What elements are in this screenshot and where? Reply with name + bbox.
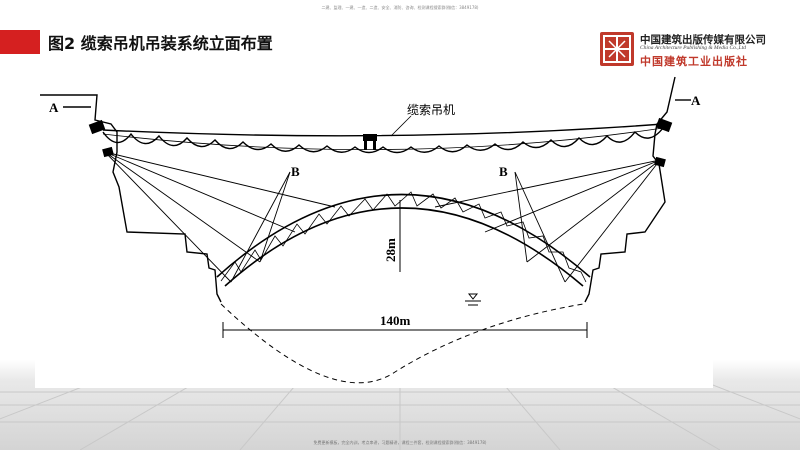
publisher-subname-cn: 中国建筑工业出版社 — [640, 55, 748, 68]
top-note: 二建、监理、一建、一造、二造、安全、消防、咨询、检测课程搜索群(微信：38491… — [321, 5, 479, 10]
cable-crane-diagram: A A B B 缆索吊机 28m 140m — [35, 72, 713, 388]
right-abutment — [584, 76, 676, 303]
publisher-logo: 中国建筑出版传媒有限公司 China Architecture Publishi… — [598, 30, 798, 72]
left-abutment — [40, 94, 222, 303]
arch-truss-web — [220, 191, 587, 283]
label-a-left: A — [49, 100, 59, 115]
diagram-drawing: A A B B 缆索吊机 28m 140m — [40, 76, 701, 384]
label-b-right: B — [499, 164, 508, 179]
arch-outer — [216, 193, 591, 278]
publisher-name-en: China Architecture Publishing & Media Co… — [640, 45, 746, 51]
bottom-note: 免费更新模板，完全内训，考点串讲，习题精讲，课程三件套，检测课程搜索群(微信：3… — [313, 440, 487, 445]
main-cable — [102, 123, 664, 137]
working-cable — [102, 127, 664, 154]
foundation-dashed — [220, 303, 584, 384]
crane-label: 缆索吊机 — [407, 103, 455, 117]
publisher-name-cn: 中国建筑出版传媒有限公司 — [640, 34, 766, 46]
label-b-left: B — [291, 164, 300, 179]
left-anchor-B — [102, 146, 114, 158]
crane-trolley — [363, 134, 377, 141]
title-accent-bar — [0, 30, 40, 54]
label-a-right: A — [691, 93, 701, 108]
page-title: 图2 缆索吊机吊装系统立面布置 — [48, 34, 273, 53]
publisher-logo-icon — [600, 32, 634, 66]
right-stay-cables — [434, 159, 661, 283]
secondary-cable — [102, 127, 664, 151]
arch-inner — [224, 207, 584, 287]
right-anchor-B — [654, 156, 666, 168]
right-anchor-A — [655, 117, 673, 133]
span-label: 140m — [380, 313, 411, 328]
left-anchor-A — [88, 119, 106, 135]
left-stay-cables — [104, 151, 336, 283]
rise-label: 28m — [383, 238, 398, 262]
